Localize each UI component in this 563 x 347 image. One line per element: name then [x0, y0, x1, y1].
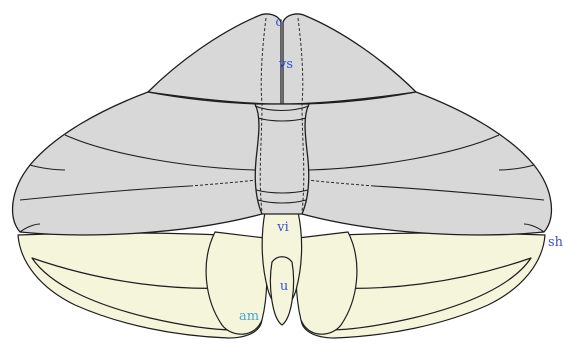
label-am: am	[239, 309, 259, 324]
label-sh: sh	[548, 235, 563, 250]
label-vs: vs	[278, 57, 293, 72]
left-hemisphere-upper	[13, 92, 262, 235]
label-c: c	[275, 15, 282, 30]
upper-surface	[13, 14, 552, 235]
label-vi: vi	[276, 220, 289, 235]
right-hemisphere-upper	[302, 92, 551, 235]
label-u: u	[280, 279, 288, 294]
